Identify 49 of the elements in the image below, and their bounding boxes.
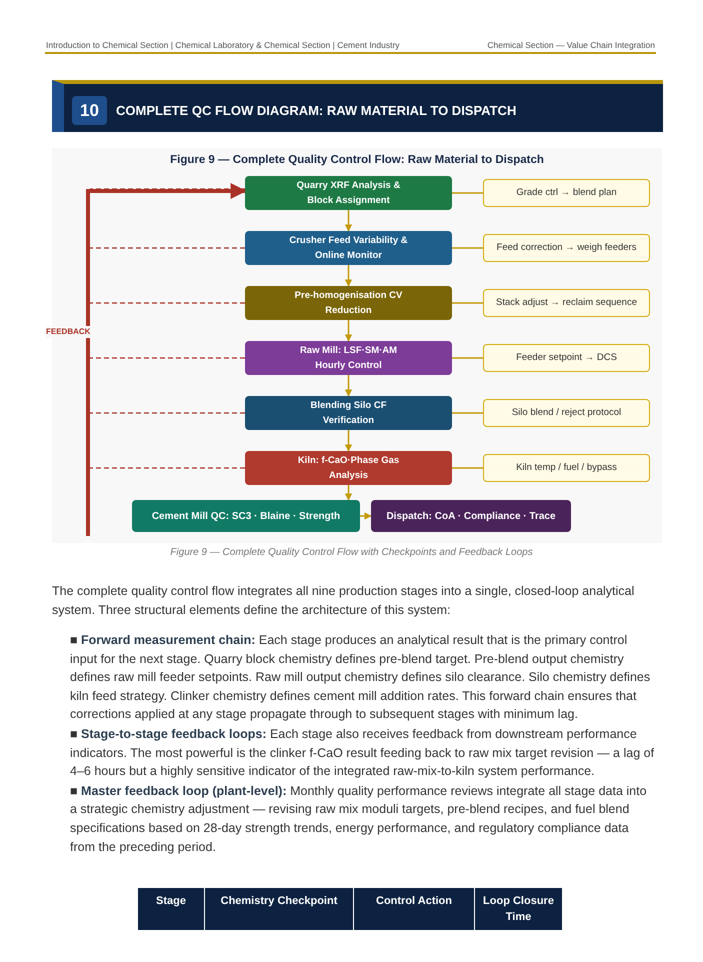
feedback-line (90, 412, 245, 414)
header-text: Introduction to Chemical Section | Chemical Laboratory & Chemical Section | Cement Industry (46, 39, 400, 52)
action-box: Silo blend / reject protocol (483, 399, 650, 427)
connector-line (452, 357, 483, 359)
feedback-line (90, 467, 245, 469)
connector-line (452, 302, 483, 304)
bullet-paragraph: ■ Forward measurement chain: Each stage produces an analytical result that is the primary control input for the next stage. Quarry block chemistry defines pre-blend target. Pre-blend output chemistry defines raw mill feeder setpoints. Raw mill output chemistry defines silo clearance. Silo chemistry defines kiln feed strategy. Clinker chemistry defines cement mill addition rates. This forward chain ensures that corrections applied at any stage propagate through to subsequent stages with minimum lag. (70, 632, 652, 724)
action-box: Feeder setpoint → DCS (483, 344, 650, 372)
feedback-line (90, 247, 245, 249)
stage-box: Kiln: f-CaO·Phase Gas Analysis (245, 451, 452, 485)
bullet-paragraph: ■ Stage-to-stage feedback loops: Each stage also receives feedback from downstream performance indicators. The most powerful is the clinker f-CaO result feeding back to raw mix target revision — a lag of 4–6 hours but a highly sensitive indicator of the integrated raw-mix-to-kiln system performance. (70, 726, 655, 780)
action-box: Kiln temp / fuel / bypass (483, 454, 650, 482)
connector-line (452, 192, 483, 194)
table-header-cell: Control Action (354, 888, 475, 930)
feedback-line (90, 357, 245, 359)
flow-arrow (344, 375, 352, 397)
section-title: COMPLETE QC FLOW DIAGRAM: RAW MATERIAL TO DISPATCH (116, 102, 516, 120)
stage-box: Dispatch: CoA · Compliance · Trace (371, 500, 571, 532)
stage-box: Cement Mill QC: SC3 · Blaine · Strength (132, 500, 360, 532)
feedback-line (90, 302, 245, 304)
figure-title: Figure 9 — Complete Quality Control Flow: Raw Material to Dispatch (169, 153, 545, 168)
bullet-paragraph: ■ Master feedback loop (plant-level): Monthly quality performance reviews integrate all stage data into a strategic chemistry adjustment — revising raw mix moduli targets, pre-blend recipes, and fuel blend specifications based on 28-day strength trends, energy performance, and regulatory compliance data from the preceding period. (70, 782, 648, 856)
connector-line (452, 247, 483, 249)
feedback-label: FEEDBACK (46, 326, 90, 338)
stage-box: Pre-homogenisation CV Reduction (245, 286, 452, 320)
header-text: Chemical Section — Value Chain Integration (487, 39, 655, 52)
stage-box: Raw Mill: LSF·SM·AM Hourly Control (245, 341, 452, 375)
feedback-arrow (86, 183, 247, 536)
flow-arrow (344, 485, 352, 501)
connector-line (452, 412, 483, 414)
feedback-line (90, 188, 245, 190)
action-box: Stack adjust → reclaim sequence (483, 289, 650, 317)
flow-arrow (344, 265, 352, 287)
flow-arrow (344, 210, 352, 232)
flow-arrow (344, 320, 352, 342)
flow-arrow (344, 430, 352, 452)
section-number: 10 (72, 96, 107, 125)
action-box: Feed correction → weigh feeders (483, 234, 650, 262)
stage-box: Blending Silo CF Verification (245, 396, 452, 430)
table-header-cell: Loop Closure Time (475, 888, 563, 930)
stage-box: Crusher Feed Variability & Online Monitor (245, 231, 452, 265)
table-header-cell: Chemistry Checkpoint (205, 888, 354, 930)
table-header-cell: Stage (138, 888, 205, 930)
flow-arrow (360, 512, 372, 520)
paragraph: The complete quality control flow integrates all nine production stages into a single, closed-loop analytical system. Three structural elements define the architecture of this system: (52, 583, 636, 619)
figure-caption: Figure 9 — Complete Quality Control Flow with Checkpoints and Feedback Loops (169, 546, 534, 560)
connector-line (452, 467, 483, 469)
action-box: Grade ctrl → blend plan (483, 179, 650, 207)
stage-box: Quarry XRF Analysis & Block Assignment (245, 176, 452, 210)
